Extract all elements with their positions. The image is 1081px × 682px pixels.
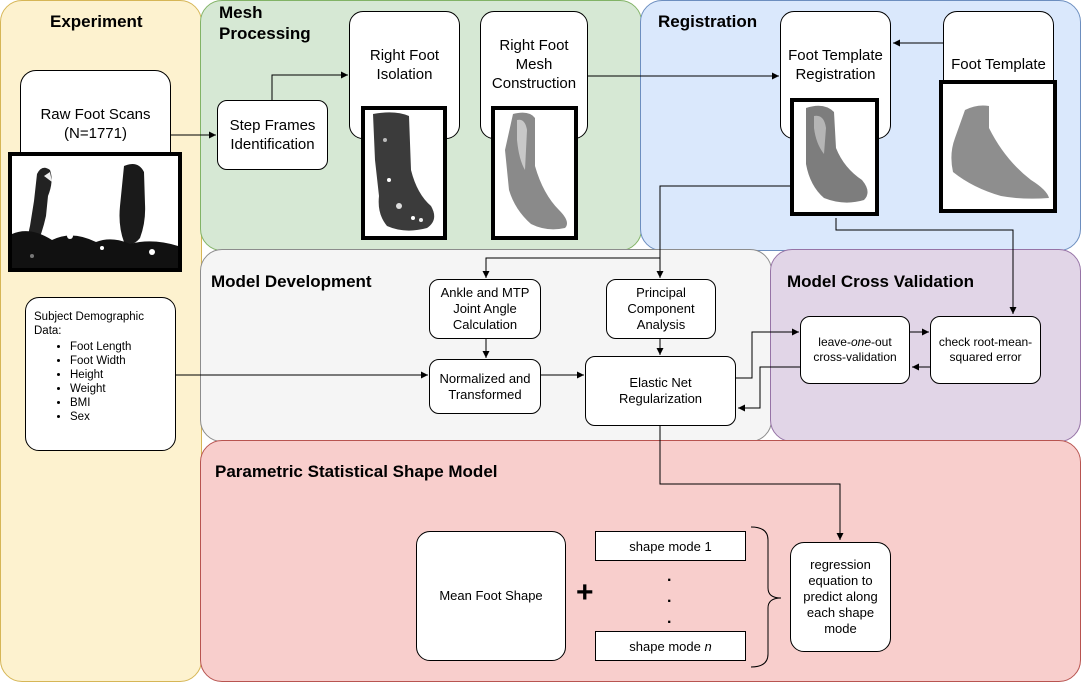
mean-foot-shape-box: Mean Foot Shape xyxy=(416,531,566,661)
mesh-construction-line1: Right Foot xyxy=(499,37,569,54)
rmse-line1: check root-mean- xyxy=(938,335,1033,349)
shape-mode-n-label: shape mode n xyxy=(629,638,712,654)
regression-line3: predict along xyxy=(803,589,878,604)
isolated-foot-image xyxy=(361,106,447,240)
leave-one-out-box: leave-one-out cross-validation xyxy=(800,316,910,384)
experiment-title: Experiment xyxy=(50,12,143,31)
shape-mode-1-label: shape mode 1 xyxy=(629,538,712,554)
regression-line1: regression xyxy=(810,557,871,572)
loo-line1: leave-one-out xyxy=(818,335,892,349)
demographic-item: Height xyxy=(70,368,167,382)
regression-line2: equation to xyxy=(808,573,873,588)
pca-line1: Principal xyxy=(636,285,686,300)
foot-template-label: Foot Template xyxy=(951,56,1046,73)
step-frames-line1: Step Frames xyxy=(229,117,316,134)
raw-scans-label: Raw Foot Scans xyxy=(40,106,151,123)
mesh-construction-line3: Construction xyxy=(491,75,577,92)
loo-line2: cross-validation xyxy=(813,350,897,364)
demographic-item: Foot Length xyxy=(70,340,167,354)
demographics-title: Subject Demographic Data: xyxy=(34,311,144,337)
shape-mode-1-box: shape mode 1 xyxy=(595,531,746,561)
demographics-list: Foot Length Foot Width Height Weight BMI… xyxy=(34,340,167,424)
registered-foot-image xyxy=(790,98,879,216)
ellipsis-dot: . xyxy=(667,589,672,606)
plus-sign: + xyxy=(576,576,594,609)
demographic-item: BMI xyxy=(70,396,167,410)
template-registration-line2: Registration xyxy=(795,66,876,83)
ankle-mtp-line1: Ankle and MTP xyxy=(440,285,530,300)
template-registration-line1: Foot Template xyxy=(788,47,883,64)
regression-line5: mode xyxy=(824,621,857,636)
ellipsis-dot: . xyxy=(667,568,672,585)
shape-mode-n-box: shape mode n xyxy=(595,631,746,661)
subject-demographics-box: Subject Demographic Data: Foot Length Fo… xyxy=(25,297,176,451)
pca-box: Principal Component Analysis xyxy=(606,279,716,339)
step-frames-line2: Identification xyxy=(230,136,315,153)
foot-mesh-image xyxy=(491,106,578,240)
demographic-item: Weight xyxy=(70,382,167,396)
ellipsis-dot: . xyxy=(667,610,672,627)
mesh-construction-line2: Mesh xyxy=(515,56,553,73)
pca-line2: Component xyxy=(627,301,695,316)
isolation-line2: Isolation xyxy=(376,66,433,83)
ankle-mtp-line3: Calculation xyxy=(452,317,518,332)
isolation-line1: Right Foot xyxy=(369,47,440,64)
normalized-line2: Transformed xyxy=(448,386,522,402)
regression-equation-box: regression equation to predict along eac… xyxy=(790,542,891,652)
ankle-mtp-line2: Joint Angle xyxy=(453,301,517,316)
parametric-ssm-title: Parametric Statistical Shape Model xyxy=(215,462,498,481)
step-frames-box: Step Frames Identification xyxy=(217,100,328,170)
pca-line3: Analysis xyxy=(636,317,686,332)
demographic-item: Sex xyxy=(70,410,167,424)
ankle-mtp-box: Ankle and MTP Joint Angle Calculation xyxy=(429,279,541,339)
mean-foot-shape-label: Mean Foot Shape xyxy=(439,588,543,603)
mesh-processing-title: Mesh Processing xyxy=(219,3,311,43)
rmse-line2: squared error xyxy=(949,350,1022,364)
elastic-net-line1: Elastic Net xyxy=(629,375,692,390)
demographic-item: Foot Width xyxy=(70,354,167,368)
raw-scan-image xyxy=(8,152,182,272)
registration-title: Registration xyxy=(658,12,758,31)
regression-line4: each shape xyxy=(806,605,875,620)
raw-scans-count: (N=1771) xyxy=(64,125,127,142)
elastic-net-line2: Regularization xyxy=(618,391,703,406)
model-development-title: Model Development xyxy=(211,272,372,291)
elastic-net-box: Elastic Net Regularization xyxy=(585,356,736,426)
normalized-transformed-box: Normalized and Transformed xyxy=(429,359,541,414)
normalized-line1: Normalized and xyxy=(439,370,531,386)
foot-template-image xyxy=(939,80,1057,213)
rmse-check-box: check root-mean- squared error xyxy=(930,316,1041,384)
model-cross-validation-title: Model Cross Validation xyxy=(787,272,975,291)
